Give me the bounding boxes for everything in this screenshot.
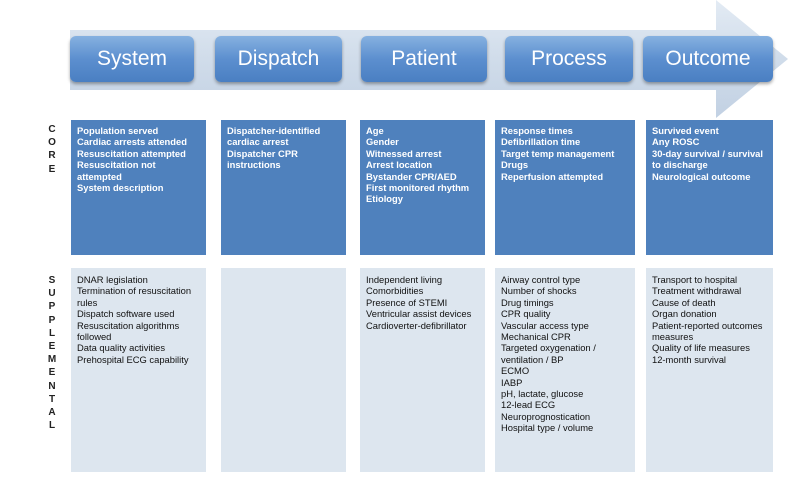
list-item: Arrest location bbox=[366, 159, 433, 171]
list-item: Targeted oxygenation / ventilation / BP bbox=[501, 342, 596, 365]
list-item: First monitored rhythm bbox=[366, 182, 470, 194]
list-item: Treatment withdrawal bbox=[652, 285, 742, 297]
list-item: Dispatcher CPR instructions bbox=[227, 147, 298, 171]
header-dispatch: Dispatch bbox=[215, 36, 342, 82]
list-item: Resuscitation algorithms followed bbox=[77, 319, 180, 343]
list-item: Independent living bbox=[366, 274, 443, 285]
list-item: Drugs bbox=[501, 159, 529, 171]
row-label-supplemental: SUPPLEMENTAL bbox=[47, 275, 57, 432]
list-item: Age bbox=[366, 125, 384, 136]
list-item: Airway control type bbox=[501, 274, 581, 285]
list-item: Patient-reported outcomes measures bbox=[652, 319, 763, 343]
list-item: Quality of life measures bbox=[652, 342, 750, 354]
list-item: Comorbidities bbox=[366, 285, 424, 297]
header-system: System bbox=[70, 36, 194, 82]
list-item: pH, lactate, glucose bbox=[501, 388, 584, 400]
header-patient: Patient bbox=[361, 36, 487, 82]
list-item: CPR quality bbox=[501, 308, 551, 320]
list-item: Vascular access type bbox=[501, 319, 589, 331]
list-item: Cause of death bbox=[652, 296, 716, 308]
list-item: Transport to hospital bbox=[652, 274, 738, 285]
list-item: Target temp management bbox=[501, 147, 615, 159]
list-item: 12-lead ECG bbox=[501, 399, 556, 411]
list-item: Neurological outcome bbox=[652, 170, 751, 182]
list-item: Organ donation bbox=[652, 308, 717, 320]
row-label-core: CORE bbox=[48, 124, 56, 175]
list-item: Defibrillation time bbox=[501, 136, 581, 148]
list-item: Resuscitation not attempted bbox=[77, 159, 156, 182]
list-item: Gender bbox=[366, 136, 399, 148]
list-item: Dispatcher-identified cardiac arrest bbox=[227, 125, 321, 148]
list-item: Ventricular assist devices bbox=[366, 308, 472, 320]
list-item: Presence of STEMI bbox=[366, 296, 448, 308]
list-item: Bystander CPR/AED bbox=[366, 170, 457, 182]
list-item: Termination of resuscitation rules bbox=[77, 285, 192, 308]
list-item: 12-month survival bbox=[652, 353, 726, 365]
list-item: Resuscitation attempted bbox=[77, 147, 186, 159]
list-item: System description bbox=[77, 182, 164, 194]
list-item: Population served bbox=[77, 125, 159, 136]
list-item: Reperfusion attempted bbox=[501, 170, 604, 182]
list-item: 30-day survival / survival to discharge bbox=[652, 147, 764, 171]
list-item: IABP bbox=[501, 376, 523, 388]
list-item: Etiology bbox=[366, 193, 403, 205]
list-item: Mechanical CPR bbox=[501, 331, 571, 343]
list-item: Witnessed arrest bbox=[366, 147, 442, 159]
list-item: Dispatch software used bbox=[77, 308, 175, 320]
list-item: Number of shocks bbox=[501, 285, 577, 297]
list-item: DNAR legislation bbox=[77, 274, 148, 285]
supplemental-box-dispatch bbox=[221, 268, 346, 472]
list-item: Drug timings bbox=[501, 296, 554, 308]
list-item: Any ROSC bbox=[652, 136, 700, 148]
header-outcome: Outcome bbox=[643, 36, 773, 82]
list-item: Prehospital ECG capability bbox=[77, 353, 189, 365]
list-item: Cardioverter-defibrillator bbox=[366, 319, 467, 331]
list-item: Hospital type / volume bbox=[501, 422, 594, 434]
header-process: Process bbox=[505, 36, 633, 82]
list-item: Neuroprognostication bbox=[501, 410, 591, 422]
list-item: ECMO bbox=[501, 365, 530, 377]
list-item: Response times bbox=[501, 125, 573, 136]
list-item: Cardiac arrests attended bbox=[77, 136, 187, 148]
list-item: Survived event bbox=[652, 125, 719, 136]
list-item: Data quality activities bbox=[77, 342, 166, 354]
